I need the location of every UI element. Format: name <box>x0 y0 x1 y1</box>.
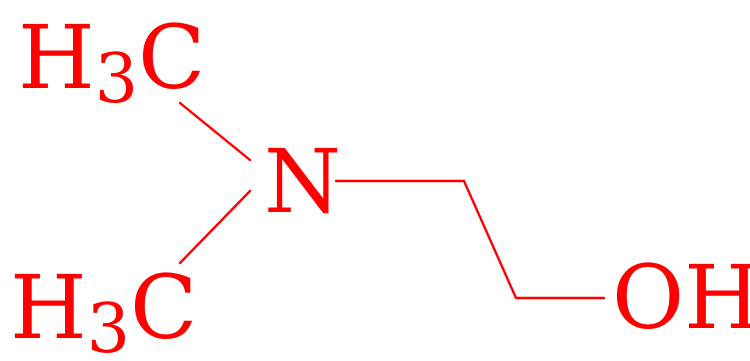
bond-methyl-top-to-nitrogen <box>178 101 252 162</box>
atom-label-nitrogen: N <box>264 130 341 233</box>
atom-methyl-bottom-c: C <box>130 256 197 359</box>
atom-methyl-bottom-h: H <box>10 256 87 359</box>
atom-methyl-top-c: C <box>138 6 205 109</box>
atom-label-methyl-top: H3C <box>18 6 205 119</box>
atom-methyl-top-h: H <box>18 6 95 109</box>
atom-methyl-top-subscript: 3 <box>95 40 138 119</box>
atom-label-methyl-bottom: H3C <box>10 256 197 361</box>
bond-methyl-bottom-to-nitrogen <box>178 189 252 265</box>
atom-label-hydroxyl: OH <box>612 246 750 349</box>
atom-methyl-bottom-subscript: 3 <box>87 290 130 361</box>
bond-nitrogen-to-hydroxyl-chain <box>334 179 606 300</box>
